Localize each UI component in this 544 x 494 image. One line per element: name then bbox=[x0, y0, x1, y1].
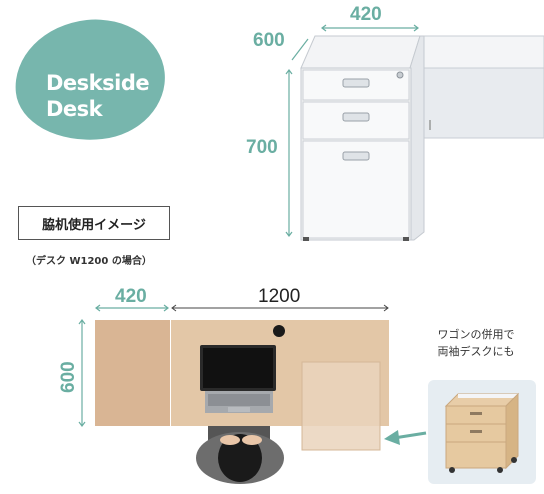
width-dimension-label: 420 bbox=[350, 4, 382, 25]
wagon-note: ワゴンの併用で 両袖デスクにも bbox=[428, 326, 524, 360]
arrow-icon bbox=[384, 430, 427, 445]
badge-line-1: Deskside bbox=[46, 71, 150, 95]
badge-line-2: Desk bbox=[46, 97, 103, 121]
dimension-line-1200 bbox=[171, 304, 389, 312]
wagon-note-line-1: ワゴンの併用で bbox=[437, 328, 515, 341]
wagon-photo bbox=[444, 392, 520, 473]
usage-note: （デスク W1200 の場合） bbox=[26, 256, 152, 267]
side-desk-width-label: 420 bbox=[115, 286, 147, 307]
wagon-note-line-2: 両袖デスクにも bbox=[437, 345, 515, 358]
dimension-lines-plan bbox=[78, 304, 169, 427]
depth-dimension-label: 600 bbox=[253, 30, 285, 51]
usage-title-box: 脇机使用イメージ bbox=[18, 206, 170, 240]
desk-depth-label: 600 bbox=[58, 361, 79, 393]
dimension-lines-top bbox=[285, 24, 419, 237]
badge-title: Deskside Desk bbox=[46, 70, 150, 122]
desk-width-label: 1200 bbox=[258, 286, 301, 307]
height-dimension-label: 700 bbox=[246, 137, 278, 158]
